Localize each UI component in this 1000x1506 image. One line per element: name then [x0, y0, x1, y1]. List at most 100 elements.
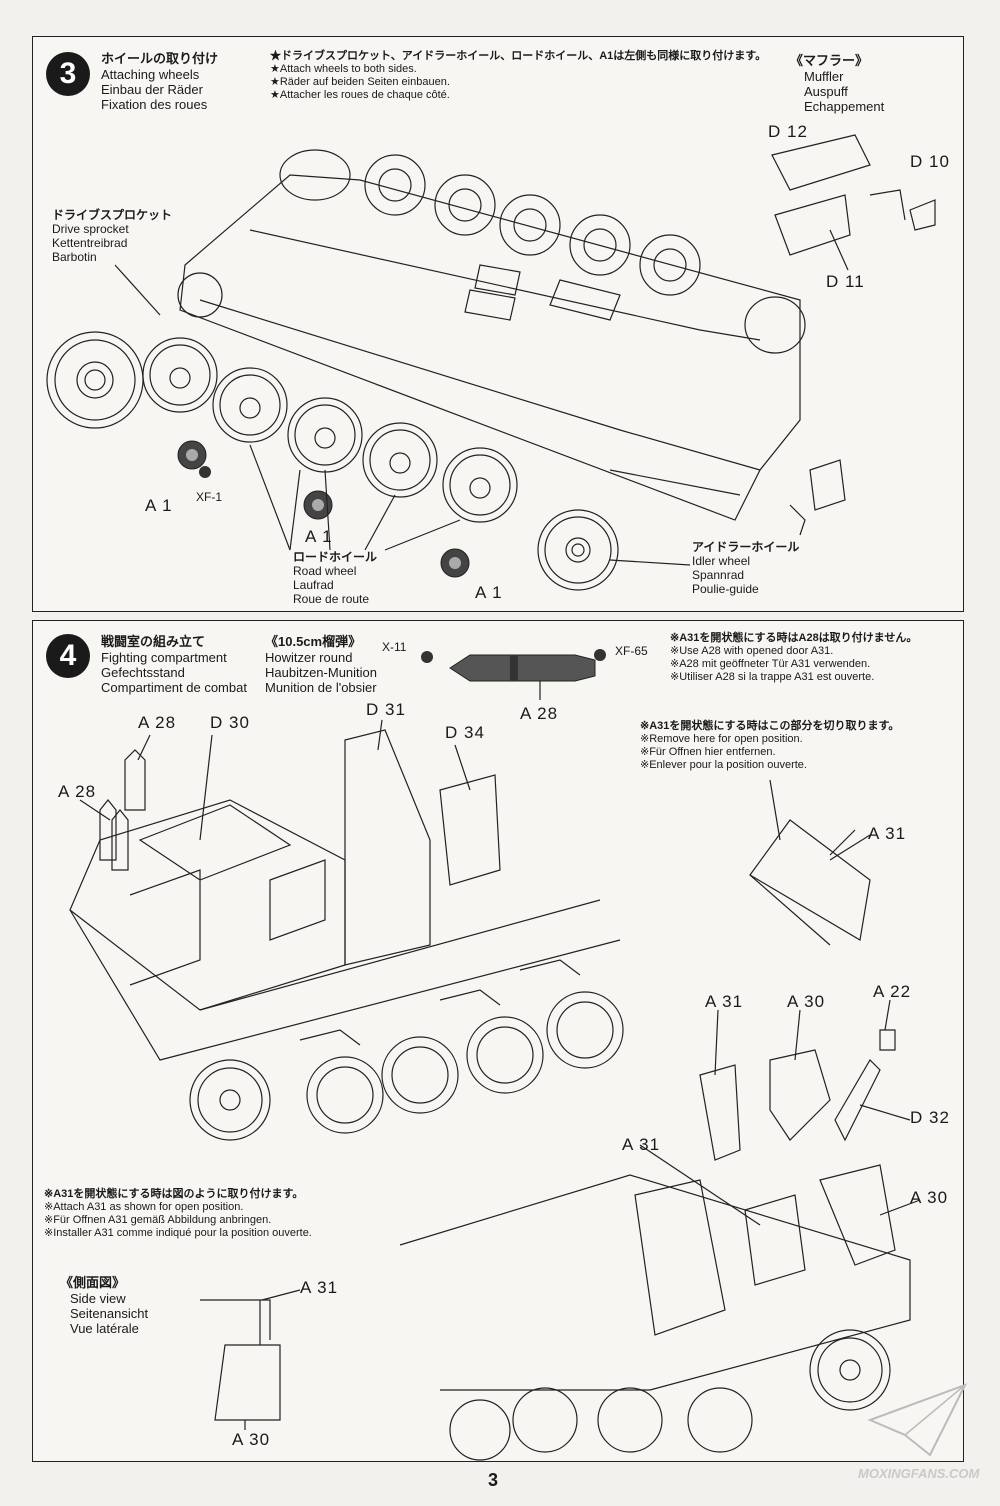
step3-note-de: ★Räder auf beiden Seiten einbauen. — [270, 76, 450, 88]
part-a28-top: A 28 — [138, 713, 177, 732]
step3-number-badge: 3 — [46, 52, 90, 96]
a1-hubs — [177, 440, 470, 578]
round-de: Haubitzen-Munition — [265, 665, 378, 680]
part-d34: D 34 — [445, 723, 485, 742]
side-view-drawing — [200, 1299, 281, 1421]
step3-note: ★ドライブスプロケット、アイドラーホイール、ロードホイール、A1は左側も同様に取… — [270, 50, 766, 102]
step3-note-en: ★Attach wheels to both sides. — [270, 63, 417, 75]
door-a31-drawing — [749, 819, 871, 946]
fighting-compartment-drawing — [69, 729, 624, 1141]
part-d10: D 10 — [910, 152, 950, 171]
side-de: Seitenansicht — [70, 1306, 149, 1321]
drive-sprocket-caption: ドライブスプロケット Drive sprocket Kettentreibrad… — [52, 208, 172, 264]
idler-de: Spannrad — [692, 568, 745, 582]
step4-number-badge: 4 — [46, 634, 90, 678]
note1-en: ※Use A28 with opened door A31. — [670, 645, 834, 657]
idler-en: Idler wheel — [692, 554, 751, 568]
note2-de: ※Für Offnen hier entfernen. — [640, 746, 776, 758]
roadwheel-fr: Roue de route — [293, 592, 370, 606]
step4-panel — [32, 620, 964, 1462]
step3-title: ホイールの取り付け Attaching wheels Einbau der Rä… — [101, 48, 218, 112]
hull-body — [179, 174, 801, 521]
roadwheel-en: Road wheel — [293, 564, 357, 578]
step3-title-jp: ホイールの取り付け — [101, 51, 219, 66]
road-wheel-caption: ロードホイール Road wheel Laufrad Roue de route — [293, 550, 377, 606]
note2-jp: ※A31を開状態にする時はこの部分を切り取ります。 — [640, 720, 900, 732]
lower-hull-drawing — [399, 1174, 911, 1461]
roadwheel-jp: ロードホイール — [293, 550, 378, 564]
part-a31-detail: A 31 — [705, 992, 744, 1011]
step3-leaders — [114, 229, 849, 566]
roadwheel-de: Laufrad — [293, 578, 334, 592]
round-en: Howitzer round — [265, 650, 353, 665]
sprocket-de: Kettentreibrad — [52, 236, 128, 250]
note3-jp: ※A31を開状態にする時は図のように取り付けます。 — [44, 1188, 304, 1200]
round-fr: Munition de l'obsier — [265, 680, 377, 695]
side-fr: Vue latérale — [70, 1321, 139, 1336]
muffler-de: Auspuff — [804, 84, 848, 99]
part-a1-mid: A 1 — [305, 527, 333, 546]
detail-parts-drawing — [699, 1029, 896, 1286]
howitzer-round-drawing — [421, 649, 606, 700]
part-a31-side: A 31 — [300, 1278, 339, 1297]
note1-de: ※A28 mit geöffneter Tür A31 verwenden. — [670, 658, 871, 670]
road-wheels-drawing — [142, 337, 518, 523]
step4-leaders — [79, 719, 921, 1430]
step4-note2: ※A31を開状態にする時はこの部分を切り取ります。 ※Remove here f… — [640, 720, 899, 772]
step3-note-fr: ★Attacher les roues de chaque côté. — [270, 89, 450, 101]
part-a31-door: A 31 — [868, 824, 907, 843]
step4-title: 戦闘室の組み立て Fighting compartment Gefechtsst… — [101, 631, 247, 695]
note3-en: ※Attach A31 as shown for open position. — [44, 1201, 244, 1213]
part-a31-lower: A 31 — [622, 1135, 661, 1154]
part-a30-side: A 30 — [232, 1430, 271, 1449]
step4-note3: ※A31を開状態にする時は図のように取り付けます。 ※Attach A31 as… — [44, 1188, 312, 1240]
step3-panel — [32, 36, 964, 612]
step4-title-jp: 戦闘室の組み立て — [101, 634, 206, 649]
round-jp: 《10.5cm榴弾》 — [265, 634, 362, 649]
part-d11: D 11 — [826, 272, 865, 291]
step3-title-de: Einbau der Räder — [101, 82, 203, 97]
muffler-fr: Echappement — [804, 99, 885, 114]
part-d12: D 12 — [768, 122, 808, 141]
part-d30: D 30 — [210, 713, 250, 732]
note3-fr: ※Installer A31 comme indiqué pour la pos… — [44, 1227, 312, 1239]
step3-title-en: Attaching wheels — [101, 67, 200, 82]
note2-en: ※Remove here for open position. — [640, 733, 803, 745]
step4-title-en: Fighting compartment — [101, 650, 227, 665]
part-a30-detail: A 30 — [787, 992, 826, 1011]
idler-fr: Poulie-guide — [692, 582, 759, 596]
part-d32: D 32 — [910, 1108, 950, 1127]
note3-de: ※Für Offnen A31 gemäß Abbildung anbringe… — [44, 1214, 272, 1226]
muffler-en: Muffler — [804, 69, 844, 84]
part-a1-left: A 1 — [145, 496, 173, 515]
step3-title-fr: Fixation des roues — [101, 97, 208, 112]
note2-fr: ※Enlever pour la position ouverte. — [640, 759, 807, 771]
part-a30-lower: A 30 — [910, 1188, 949, 1207]
note1-jp: ※A31を開状態にする時はA28は取り付けません。 — [670, 632, 918, 644]
watermark-text: MOXINGFANS.COM — [858, 1466, 980, 1481]
muffler-caption: 《マフラー》 Muffler Auspuff Echappement — [790, 50, 884, 114]
side-jp: 《側面図》 — [60, 1275, 126, 1290]
upper-wheels — [279, 149, 806, 354]
sprocket-jp: ドライブスプロケット — [52, 208, 173, 222]
part-a28-left: A 28 — [58, 782, 97, 801]
sprocket-fr: Barbotin — [52, 250, 97, 264]
sprocket-en: Drive sprocket — [52, 222, 129, 236]
side-en: Side view — [70, 1291, 126, 1306]
note1-fr: ※Utiliser A28 si la trappe A31 est ouver… — [670, 671, 875, 683]
muffler-jp: 《マフラー》 — [790, 53, 869, 68]
part-d31: D 31 — [366, 700, 406, 719]
paint-xf65: XF-65 — [615, 644, 648, 658]
paint-x11: X-11 — [382, 640, 407, 654]
idler-jp: アイドラーホイール — [692, 540, 800, 554]
part-a28-round: A 28 — [520, 704, 559, 723]
part-a1-right: A 1 — [475, 583, 503, 602]
step4-note1: ※A31を開状態にする時はA28は取り付けません。 ※Use A28 with … — [670, 632, 917, 684]
page-number: 3 — [488, 1470, 499, 1490]
idler-caption: アイドラーホイール Idler wheel Spannrad Poulie-gu… — [692, 540, 799, 596]
side-view-caption: 《側面図》 Side view Seitenansicht Vue latéra… — [60, 1272, 148, 1336]
paint-xf1: XF-1 — [196, 490, 223, 504]
